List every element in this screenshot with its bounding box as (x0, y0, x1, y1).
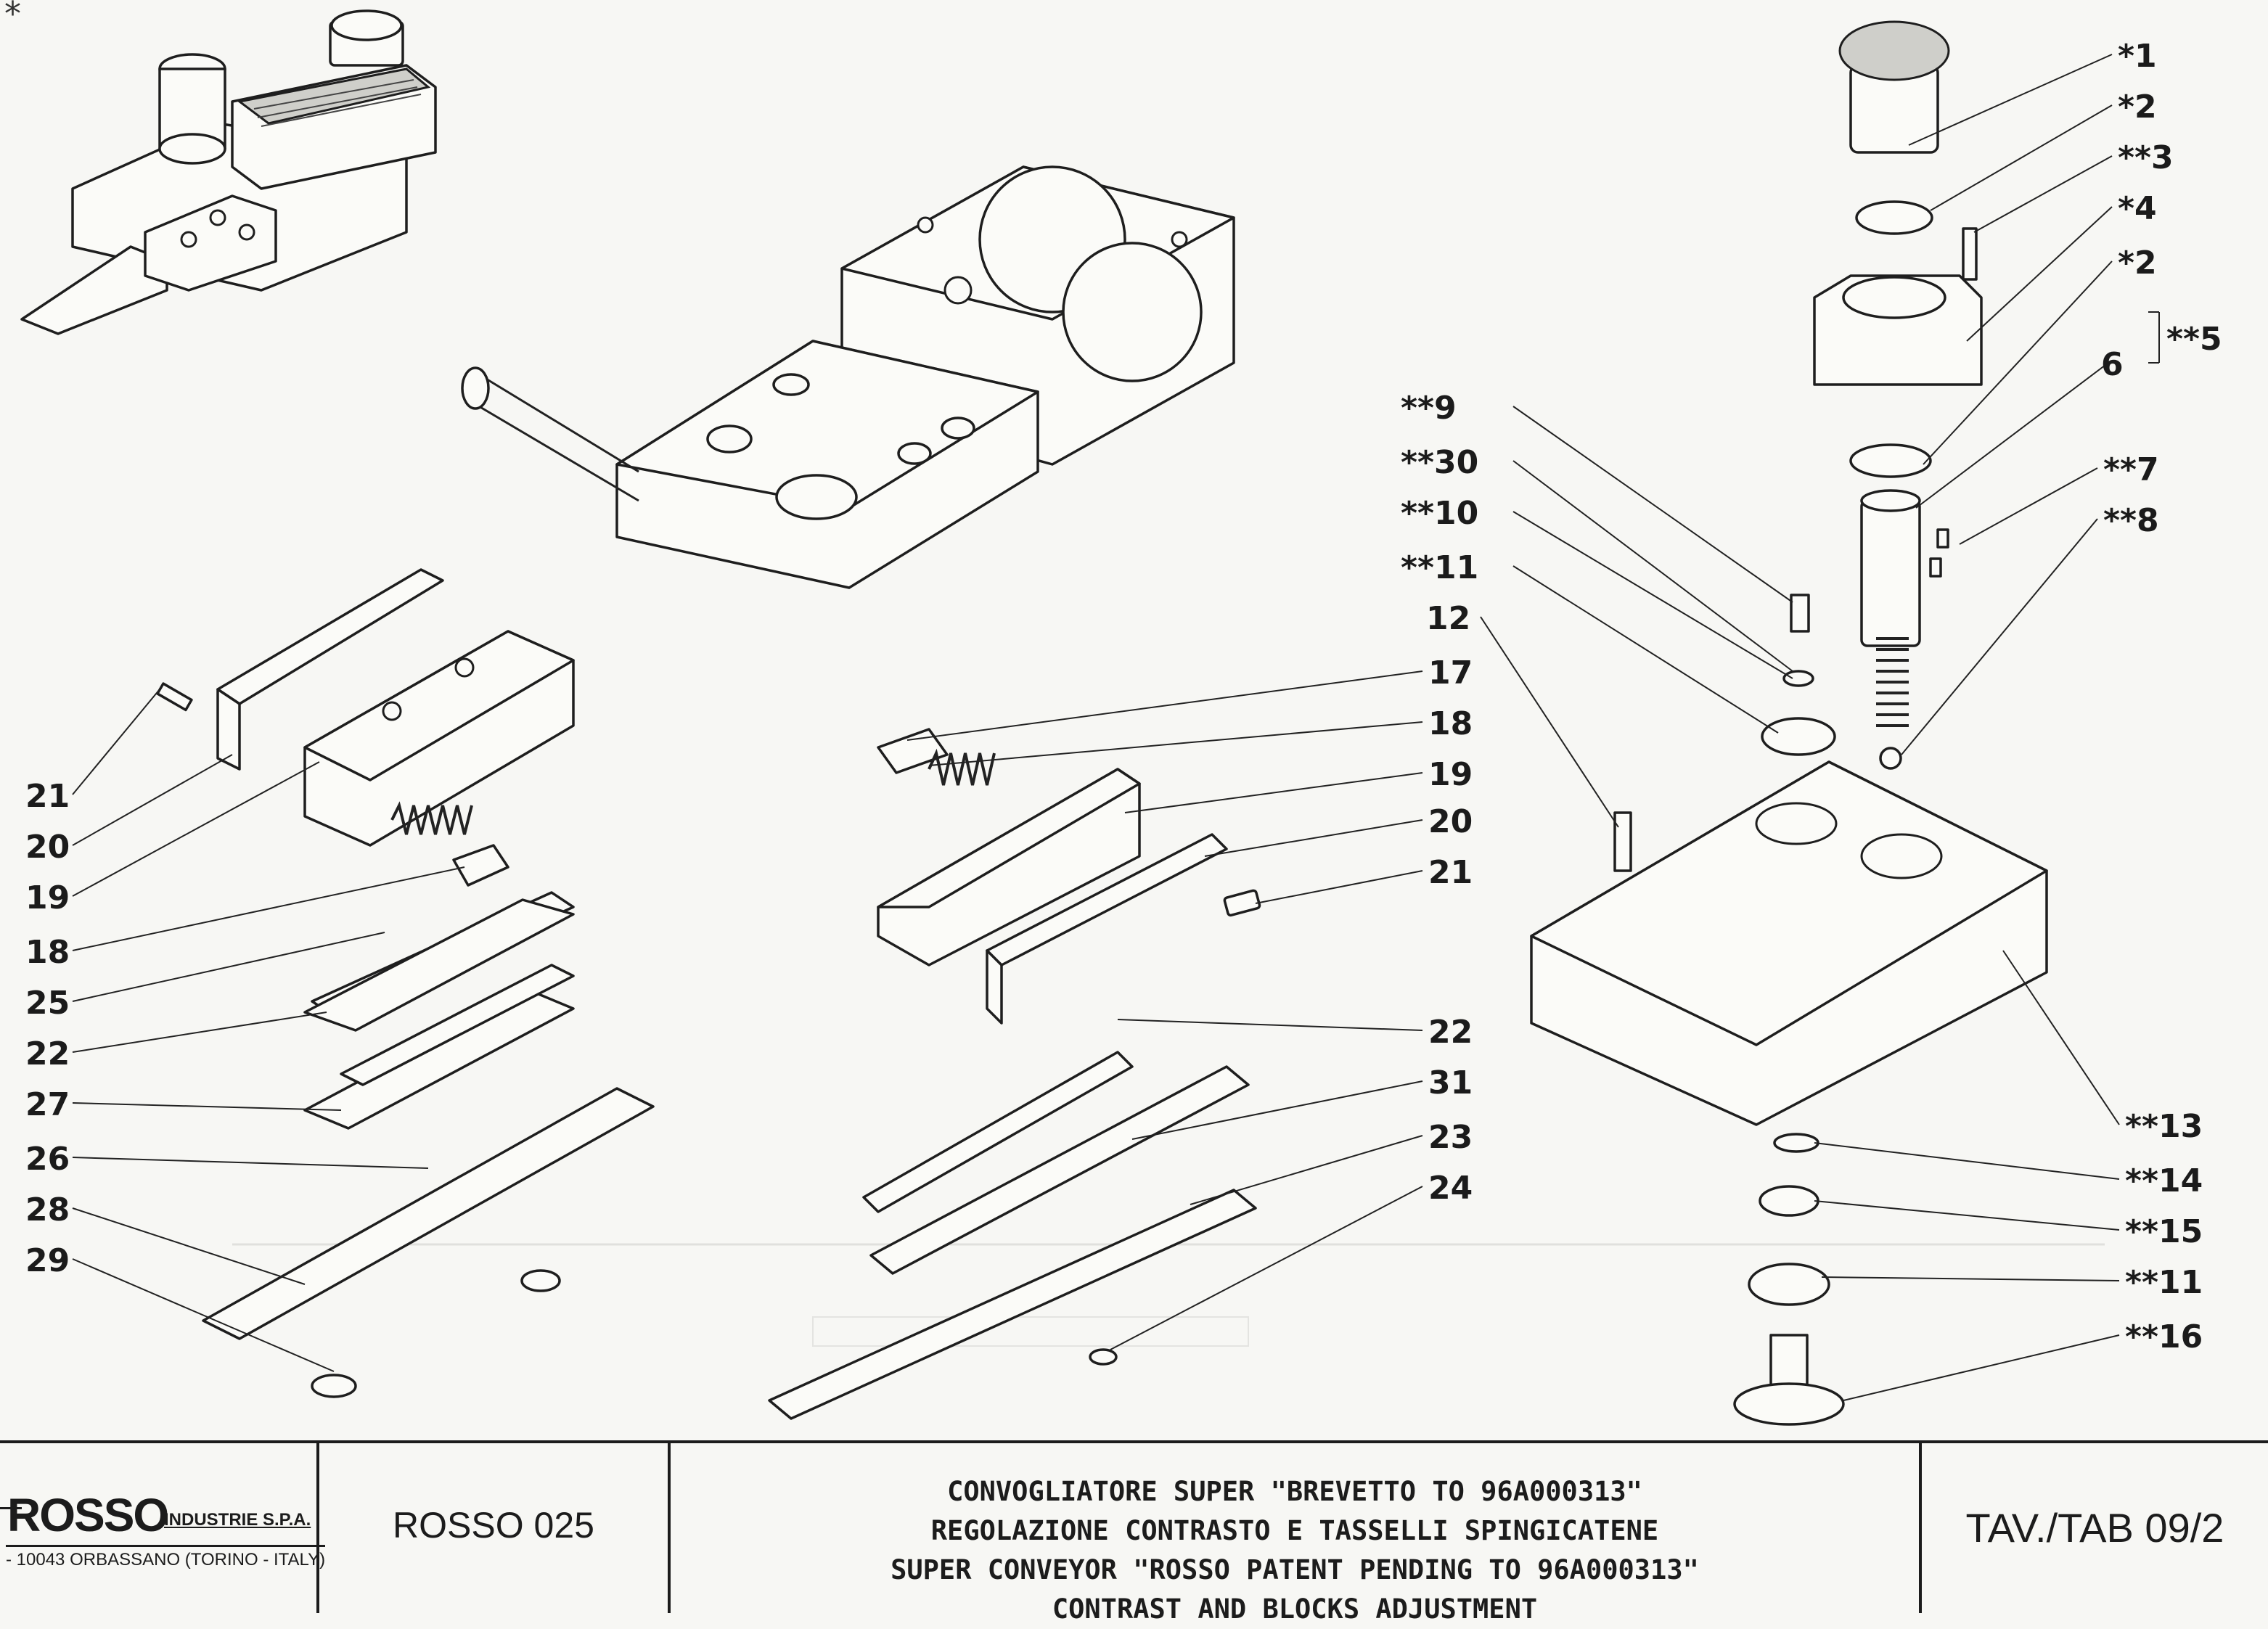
callout-2-lower: *2 (2118, 245, 2157, 282)
drawing-description: CONVOGLIATORE SUPER "BREVETTO TO 96A0003… (671, 1472, 1919, 1629)
callout-2: *2 (2118, 89, 2157, 126)
callout-left-28: 28 (25, 1191, 70, 1228)
callout-labels: *1 *2 **3 *4 *2 **5 6 **7 **8 **9 **30 *… (25, 38, 2222, 1355)
description-line: CONVOGLIATORE SUPER "BREVETTO TO 96A0003… (947, 1476, 1642, 1507)
callout-right-24: 24 (1428, 1170, 1473, 1207)
callout-left-29: 29 (25, 1242, 70, 1279)
callout-left-27: 27 (25, 1086, 70, 1123)
callout-11: **11 (1401, 549, 1478, 586)
callout-5: **5 (2166, 321, 2222, 358)
callout-7: **7 (2103, 451, 2159, 488)
middle-part-stack (768, 728, 1261, 1420)
callout-30: **30 (1401, 444, 1478, 481)
callout-left-18: 18 (25, 934, 70, 971)
company-suffix: INDUSTRIE S.P.A. (164, 1510, 311, 1530)
left-part-stack (156, 568, 655, 1398)
description-line: REGOLAZIONE CONTRASTO E TASSELLI SPINGIC… (930, 1515, 1659, 1546)
callout-right-21: 21 (1428, 854, 1473, 891)
company-address: - 10043 ORBASSANO (TORINO - ITALY) (6, 1545, 326, 1570)
table-code-cell: TAV./TAB 09/2 (1922, 1443, 2268, 1613)
callout-15: **15 (2125, 1213, 2203, 1250)
description-line: SUPER CONVEYOR "ROSSO PATENT PENDING TO … (891, 1554, 1699, 1585)
corner-asterisk-mark: * (4, 0, 21, 33)
callout-4: *4 (2118, 190, 2157, 227)
callout-9: **9 (1401, 390, 1457, 427)
right-part-column (1530, 20, 2048, 1426)
callout-left-26: 26 (25, 1141, 70, 1178)
table-code: TAV./TAB 09/2 (1965, 1505, 2224, 1551)
overview-assembly-illustration (20, 9, 437, 335)
callout-right-17: 17 (1428, 655, 1473, 692)
callout-right-18: 18 (1428, 705, 1473, 742)
callout-12: 12 (1426, 600, 1470, 637)
logo-rule (0, 1507, 22, 1509)
callout-14: **14 (2125, 1162, 2203, 1199)
callout-left-19: 19 (25, 879, 70, 916)
company-logo: ROSSO (7, 1489, 169, 1541)
title-block: ROSSO INDUSTRIE S.P.A. - 10043 ORBASSANO… (0, 1440, 2268, 1625)
company-logo-cell: ROSSO INDUSTRIE S.P.A. - 10043 ORBASSANO… (0, 1443, 326, 1613)
callout-1: *1 (2118, 38, 2157, 75)
model-cell: ROSSO 025 (319, 1443, 671, 1613)
callout-right-20: 20 (1428, 803, 1473, 840)
description-cell: CONVOGLIATORE SUPER "BREVETTO TO 96A0003… (671, 1443, 1922, 1625)
callout-left-21: 21 (25, 778, 70, 815)
model-name: ROSSO 025 (393, 1505, 594, 1546)
callout-left-22: 22 (25, 1035, 70, 1072)
callout-3: **3 (2118, 139, 2174, 176)
callout-left-20: 20 (25, 829, 70, 866)
callout-right-31: 31 (1428, 1064, 1473, 1101)
callout-right-19: 19 (1428, 756, 1473, 793)
callout-8: **8 (2103, 502, 2159, 539)
callout-right-23: 23 (1428, 1119, 1473, 1156)
callout-6: 6 (2101, 346, 2124, 383)
callout-left-25: 25 (25, 985, 70, 1022)
callout-16: **16 (2125, 1318, 2203, 1355)
callout-10: **10 (1401, 495, 1478, 532)
callout-right-22: 22 (1428, 1014, 1473, 1051)
leader-lines (72, 54, 2160, 1401)
callout-13: **13 (2125, 1108, 2203, 1145)
description-line: CONTRAST AND BLOCKS ADJUSTMENT (1052, 1593, 1538, 1625)
callout-11-lower: **11 (2125, 1264, 2203, 1301)
chain-pusher-block (461, 340, 1039, 589)
left-spring (390, 801, 473, 835)
